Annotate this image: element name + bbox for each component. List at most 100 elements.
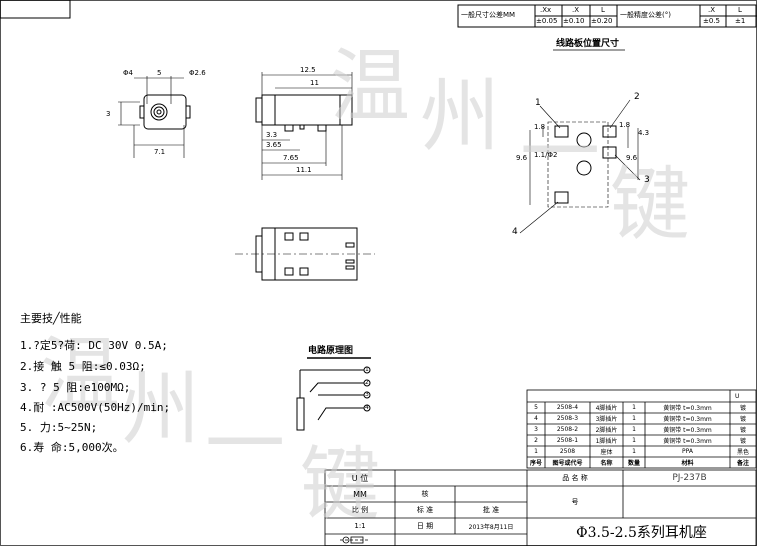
pcb-dim-label: 9.6 — [626, 154, 638, 162]
bom-header-cell: 备注 — [736, 460, 749, 467]
scale-value: 1:1 — [354, 522, 366, 530]
bom-header-cell: 材料 — [681, 460, 694, 467]
bom-cell: 1 — [632, 437, 636, 444]
approve-label: 批 准 — [482, 506, 500, 514]
bom-cell: 1脚插片 — [595, 438, 618, 445]
bom-cell: 黄铜带 t=0.3mm — [663, 405, 712, 412]
connector-icon — [340, 536, 370, 544]
pcb-dim-label: 1.1/Φ2 — [534, 151, 558, 159]
bom-cell: 4脚插片 — [595, 405, 618, 412]
bom-header-cell: 数量 — [627, 460, 640, 467]
bom-grid — [526, 389, 757, 469]
unit-value: MM — [353, 489, 367, 499]
check-label: 核 — [421, 490, 429, 498]
spec-item: 6.寿 命:5,000次。 — [20, 441, 124, 454]
side-dim-label: 3.3 — [266, 131, 278, 139]
bom-cell: 黄铜带 t=0.3mm — [663, 438, 712, 445]
bom-cell: 1 — [632, 404, 636, 411]
side-dim-label: 3.65 — [266, 141, 282, 149]
tolerance-value: ±0.10 — [563, 17, 585, 25]
pcb-callout: 2 — [634, 92, 640, 102]
bom-cell: 2脚插片 — [595, 427, 618, 434]
date-value: 2013年8月11日 — [468, 523, 514, 531]
side-view — [255, 72, 353, 180]
bom-cell: 3脚插片 — [595, 416, 618, 423]
tolerance-angle-label: 一般精度公差(°) — [620, 11, 671, 19]
unit-label: U 位 — [351, 473, 369, 483]
pcb-dim-label: 4.3 — [638, 129, 650, 137]
pcb-callout: 4 — [512, 227, 518, 237]
bom-cell: 镀 — [739, 405, 746, 412]
tolerance-value: ±0.05 — [536, 17, 558, 25]
front-dim-label: Φ2.6 — [189, 69, 206, 77]
product-title: Φ3.5-2.5系列耳机座 — [576, 525, 707, 541]
std-label: 标 准 — [416, 506, 434, 514]
bom-cell: 2508-1 — [556, 437, 579, 444]
bom-cell: 黄铜带 t=0.3mm — [663, 416, 712, 423]
side-dim-label: 11.1 — [296, 166, 312, 174]
circuit-pin-label: 4 — [365, 404, 369, 411]
bom-header-cell: 图号或代号 — [552, 460, 583, 467]
tolerance-header: .X — [572, 6, 580, 14]
circuit-title: 电路原理图 — [308, 346, 354, 356]
name-label: 品 名 称 — [562, 474, 588, 482]
bom-cell: 1 — [632, 448, 636, 455]
front-dim-label: 3 — [106, 110, 111, 118]
front-dim-label: 5 — [157, 69, 162, 77]
bom-cell: 2508 — [559, 448, 576, 455]
bom-cell: 1 — [534, 448, 538, 455]
spec-item: 4.耐 :AC500V(50Hz)/min; — [20, 401, 171, 414]
bom-cell: 4 — [534, 415, 538, 422]
front-dim-label: 7.1 — [154, 148, 166, 156]
spec-item: 1.?定5?荷: DC 30V 0.5A; — [20, 339, 168, 352]
date-label: 日 期 — [416, 522, 434, 530]
side-dim-label: 11 — [310, 79, 319, 87]
circuit-pin-label: 3 — [365, 391, 369, 398]
bom-cell: 3 — [534, 426, 538, 433]
bom-cell: 镀 — [739, 427, 746, 434]
tolerance-angle-value: ±0.5 — [703, 17, 720, 25]
bom-cell: 1 — [632, 426, 636, 433]
tolerance-general-label: 一般尺寸公差MM — [461, 11, 516, 19]
tolerance-angle-value: ±1 — [735, 17, 746, 25]
spec-item: 2.接 触 5 阻:≤0.03Ω; — [20, 360, 146, 373]
bom-cell: 黄铜带 t=0.3mm — [663, 427, 712, 434]
bom-cell: 2 — [534, 437, 538, 444]
side-dim-label: 12.5 — [300, 66, 316, 74]
bom-cell: 5 — [534, 404, 538, 411]
front-view — [118, 76, 191, 158]
bom-cell: 2508-4 — [556, 404, 579, 411]
specs-title: 主要技╱性能 — [20, 312, 82, 325]
tolerance-header: L — [601, 6, 605, 14]
bom-cell: PPA — [682, 448, 693, 455]
bom-cell: 座体 — [600, 449, 613, 456]
bom-cell: 黑色 — [736, 449, 749, 456]
title-block-grid — [324, 469, 757, 546]
bom-top-label: U — [735, 393, 740, 400]
pcb-dim-label: 9.6 — [516, 154, 528, 162]
bom-header-cell: 名称 — [600, 460, 613, 467]
bom-cell: 1 — [632, 415, 636, 422]
pcb-callout: 3 — [644, 175, 650, 185]
pcb-dim-label: 1.8 — [619, 121, 631, 129]
name-value: PJ-237B — [672, 473, 707, 483]
tolerance-angle-header: L — [738, 6, 742, 14]
bom-header-cell: 序号 — [529, 460, 542, 467]
circuit-pin-label: 2 — [365, 379, 369, 386]
front-dim-label: Φ4 — [123, 69, 133, 77]
bom-cell: 2508-3 — [556, 415, 579, 422]
side-dim-label: 7.65 — [283, 154, 299, 162]
tolerance-value: ±0.20 — [591, 17, 613, 25]
tolerance-header: .Xx — [540, 6, 552, 14]
pcb-dim-label: 1.8 — [534, 123, 546, 131]
bom-cell: 镀 — [739, 416, 746, 423]
circuit-pin-label: 1 — [365, 366, 369, 373]
scale-label: 比 例 — [351, 506, 369, 514]
tolerance-angle-header: .X — [708, 6, 716, 14]
pcb-layout — [519, 49, 641, 234]
bom-cell: 镀 — [739, 438, 746, 445]
bom-cell: 2508-2 — [556, 426, 579, 433]
pcb-callout: 1 — [535, 98, 541, 108]
bottom-view — [235, 227, 375, 281]
circuit-diagram — [296, 357, 371, 431]
